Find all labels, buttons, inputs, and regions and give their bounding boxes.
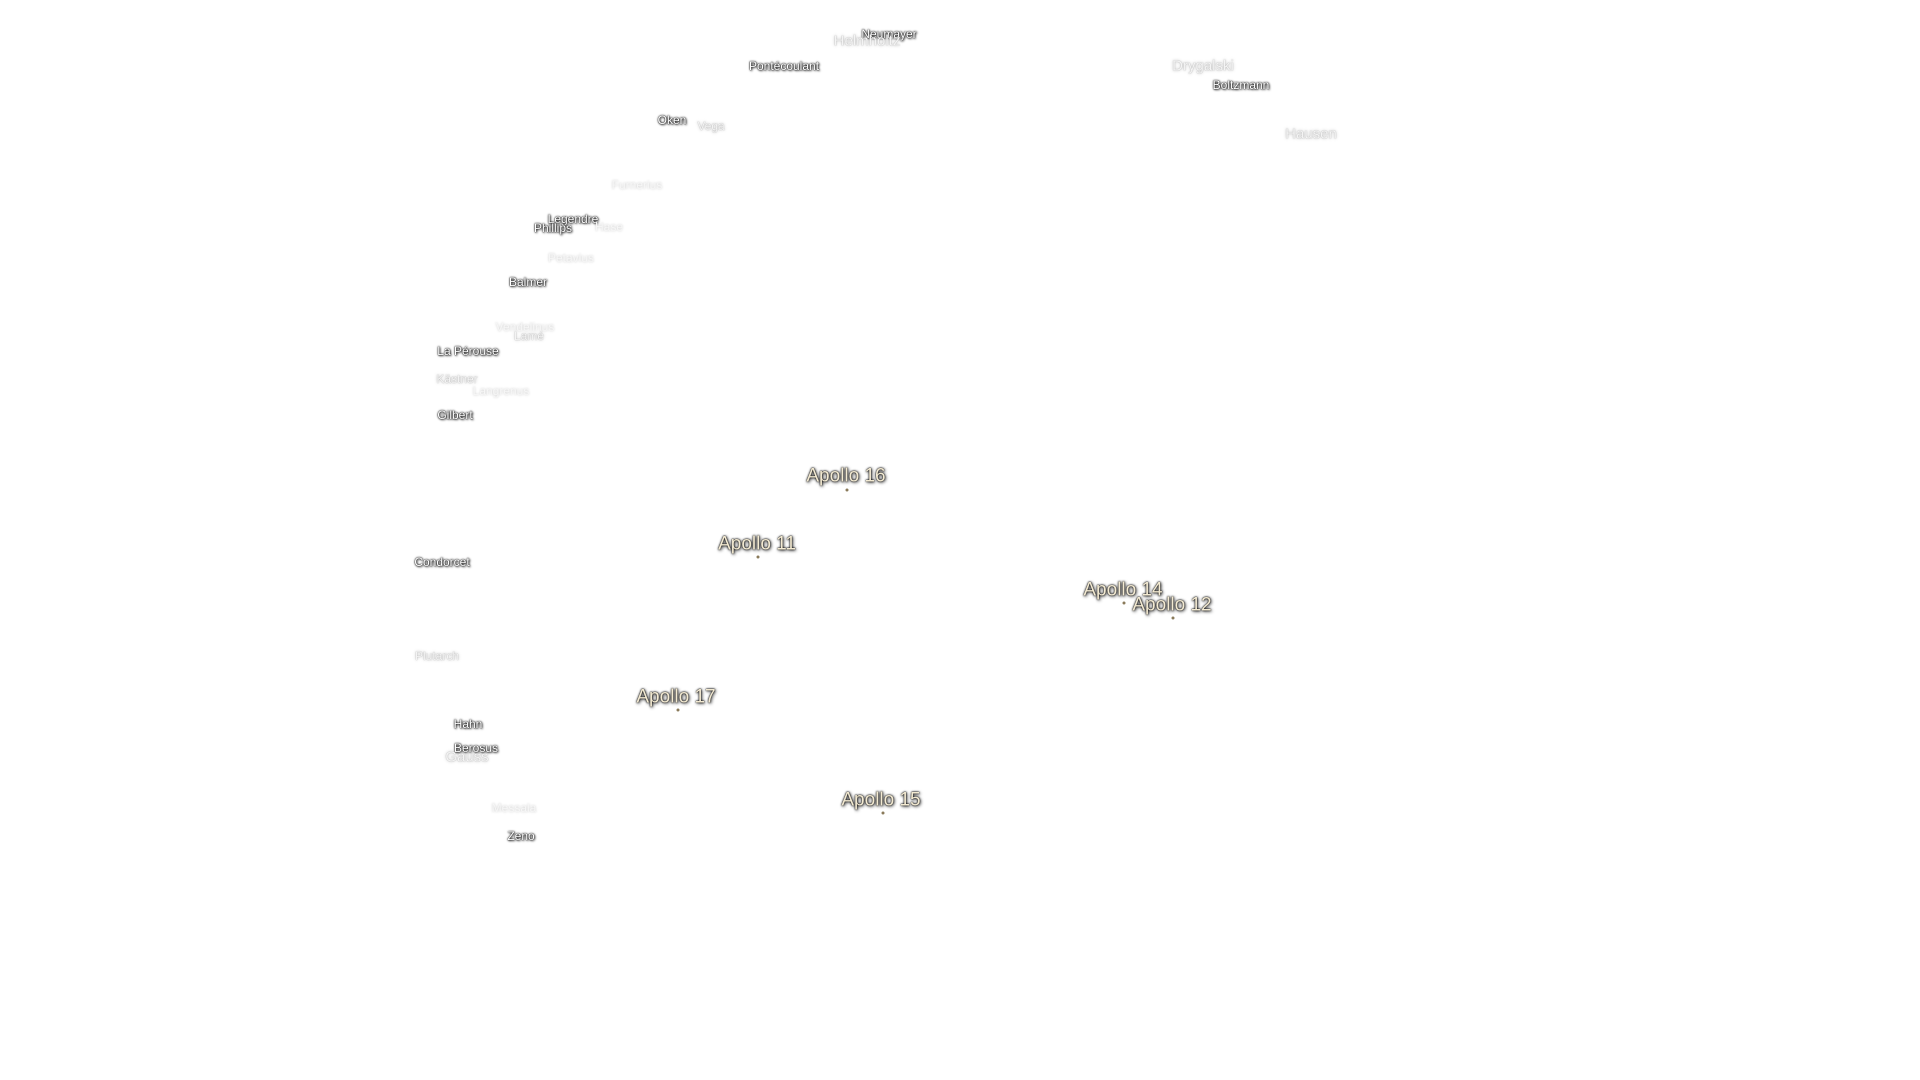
crater-label-messala[interactable]: Messala xyxy=(491,801,537,815)
crater-label-balmer[interactable]: Balmer xyxy=(508,275,548,289)
apollo-17-marker[interactable] xyxy=(676,708,680,712)
crater-label-gauss[interactable]: Gauss xyxy=(445,748,489,766)
crater-label-la-perouse[interactable]: La Pérouse xyxy=(437,344,499,358)
apollo-label-12[interactable]: Apollo 12 xyxy=(1132,594,1212,616)
crater-label-petavius[interactable]: Petavius xyxy=(547,251,595,265)
apollo-16-marker[interactable] xyxy=(845,488,849,492)
crater-label-langrenus[interactable]: Langrenus xyxy=(472,384,530,398)
crater-label-helmholtz[interactable]: Helmholtz xyxy=(833,32,901,50)
crater-label-boltzmann[interactable]: Boltzmann xyxy=(1212,78,1270,92)
apollo-label-15[interactable]: Apollo 15 xyxy=(841,789,921,811)
apollo-15-marker[interactable] xyxy=(881,811,885,815)
apollo-11-marker[interactable] xyxy=(756,555,760,559)
crater-label-vega[interactable]: Vega xyxy=(697,119,725,133)
crater-label-furnerius[interactable]: Furnerius xyxy=(611,178,663,192)
apollo-label-14[interactable]: Apollo 14 xyxy=(1083,579,1163,601)
crater-label-condorcet[interactable]: Condorcet xyxy=(414,555,470,569)
crater-label-lame[interactable]: Lamé xyxy=(513,329,545,343)
crater-label-neumayer[interactable]: Neumayer xyxy=(861,27,917,41)
apollo-label-17[interactable]: Apollo 17 xyxy=(636,686,716,708)
crater-label-plutarch[interactable]: Plutarch xyxy=(414,649,460,663)
crater-label-phillips[interactable]: Phillips xyxy=(533,221,573,235)
crater-label-vendelinus[interactable]: Vendelinus xyxy=(495,320,555,334)
crater-label-hahn[interactable]: Hahn xyxy=(453,717,483,731)
crater-label-zeno[interactable]: Zeno xyxy=(507,829,535,843)
crater-label-hase[interactable]: Hase xyxy=(594,220,624,234)
crater-label-drygalski[interactable]: Drygalski xyxy=(1172,57,1234,75)
crater-label-pontecoulant[interactable]: Pontécoulant xyxy=(748,59,820,73)
crater-label-gilbert[interactable]: Gilbert xyxy=(437,408,473,422)
crater-label-berosus[interactable]: Berosus xyxy=(453,741,499,755)
apollo-14-marker[interactable] xyxy=(1122,601,1126,605)
crater-label-legendre[interactable]: Legendre xyxy=(547,212,599,226)
apollo-12-marker[interactable] xyxy=(1171,616,1175,620)
crater-label-kastner[interactable]: Kästner xyxy=(436,372,478,386)
apollo-label-16[interactable]: Apollo 16 xyxy=(806,465,886,487)
apollo-label-11[interactable]: Apollo 11 xyxy=(718,533,796,555)
crater-label-oken[interactable]: Oken xyxy=(657,113,687,127)
crater-label-hausen[interactable]: Hausen xyxy=(1285,125,1337,143)
